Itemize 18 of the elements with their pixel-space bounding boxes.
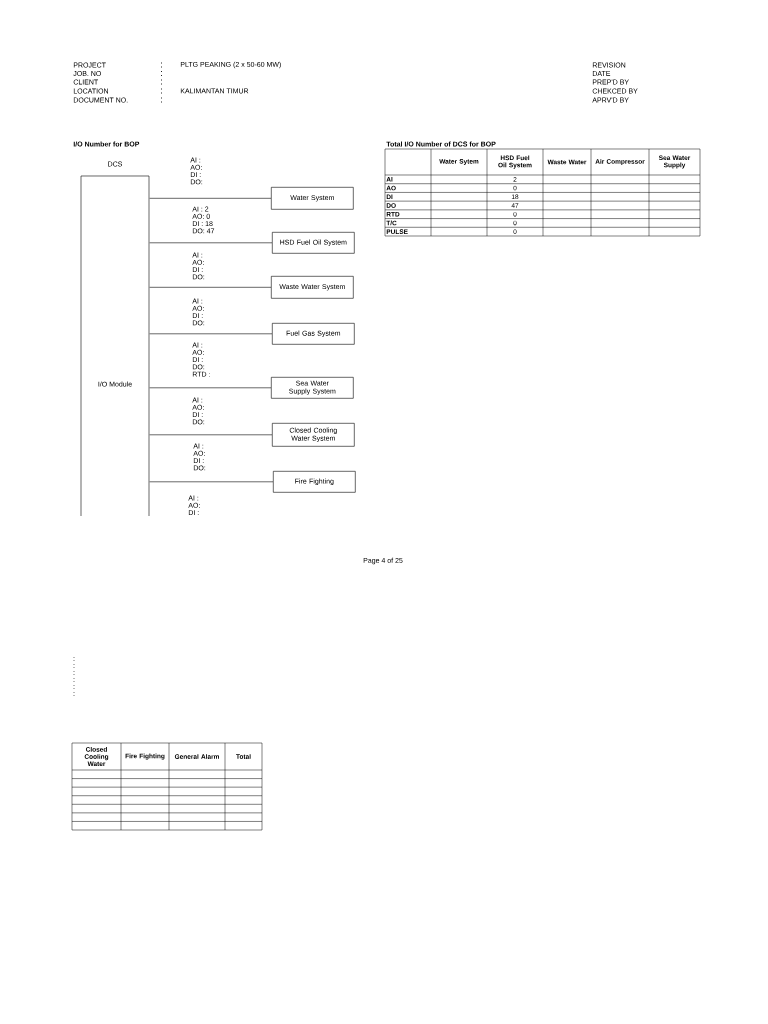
connector-line xyxy=(149,333,273,335)
colon-mark: : xyxy=(73,677,75,683)
connector-line xyxy=(149,481,274,483)
colon-mark: : xyxy=(73,670,75,676)
connector-line xyxy=(149,387,272,389)
colon-mark: : xyxy=(73,691,75,697)
connector-line xyxy=(149,198,272,199)
colon-mark: : xyxy=(161,62,162,68)
connector-line xyxy=(149,287,272,288)
colon-mark: : xyxy=(73,656,75,662)
connector-line xyxy=(149,242,273,244)
colon-mark: : xyxy=(161,88,162,94)
colon-mark: : xyxy=(161,71,162,76)
connector-line xyxy=(149,434,273,436)
colon-mark: : xyxy=(161,79,162,85)
colon-mark: : xyxy=(161,97,162,103)
colon-mark: : xyxy=(73,684,75,690)
colon-mark: : xyxy=(73,663,75,669)
